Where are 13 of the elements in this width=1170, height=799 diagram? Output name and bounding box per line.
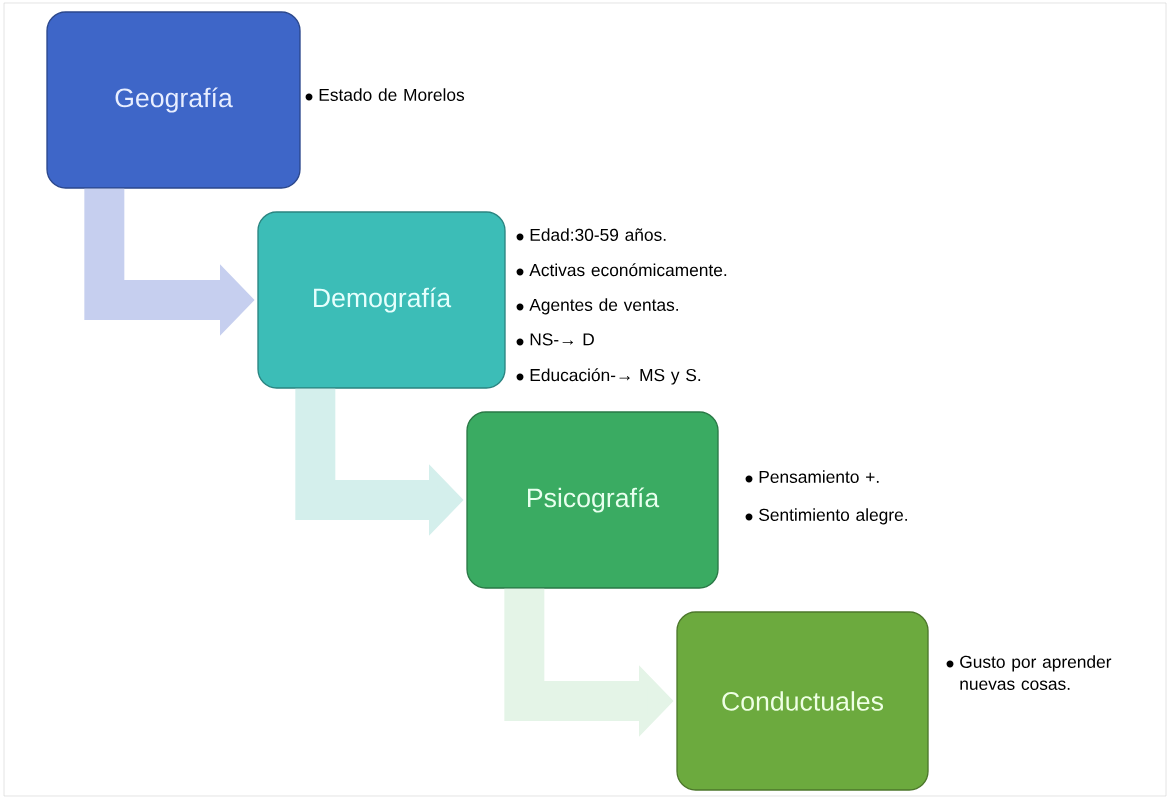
bullet-item: NS-→ D [530, 333, 594, 346]
process-box: Demografía [257, 211, 506, 389]
bullet-item: Agentes de ventas. [529, 298, 678, 315]
bullet-item: Gusto por aprender nuevas cosas. [960, 655, 1112, 690]
bullet-item: Sentimiento alegre. [759, 508, 907, 525]
bullet-item: Edad:30-59 años. [530, 228, 666, 241]
bullet-item: Activas económicamente. [529, 263, 727, 277]
bullet-item: Pensamiento +. [759, 470, 879, 483]
bullet-item: Estado de Morelos [319, 88, 465, 101]
process-box: Conductuales [676, 611, 929, 791]
process-box: Geografía [46, 11, 301, 189]
process-box: Psicografía [466, 411, 719, 589]
bullet-item: Educación-→ MS y S. [530, 368, 701, 385]
